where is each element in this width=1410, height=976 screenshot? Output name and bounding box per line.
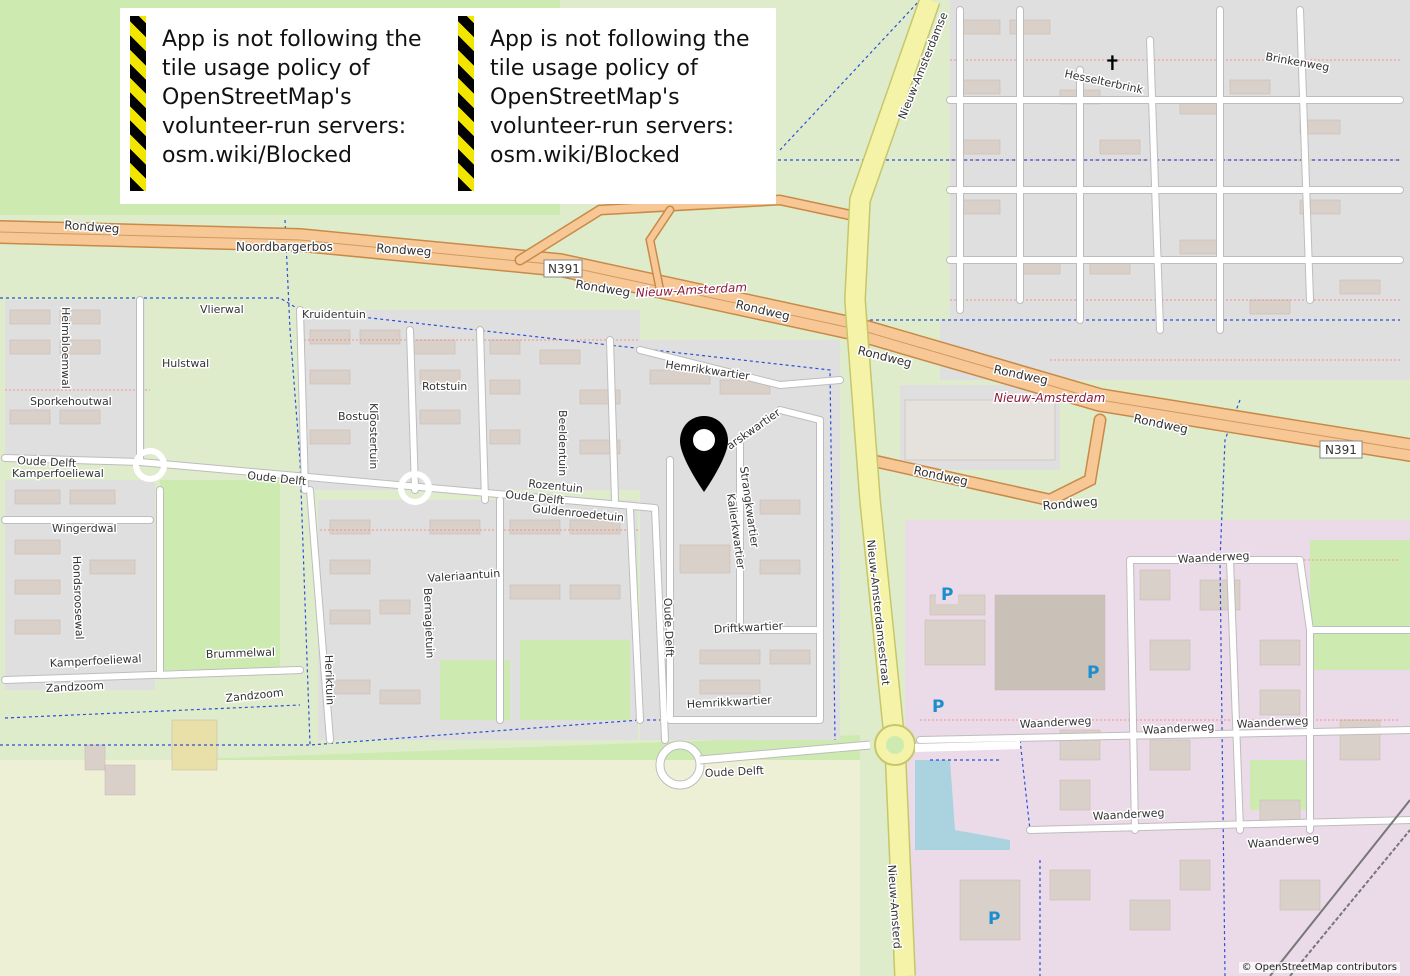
farmland-area <box>0 760 860 976</box>
parking-symbols: P P P P <box>932 582 1099 929</box>
road-label: Heriktuin <box>322 655 337 706</box>
road-label: Kamperfoeliewal <box>49 652 141 670</box>
road-label: Zandzoom <box>45 679 104 695</box>
road-label: Hulstwal <box>162 357 209 370</box>
primary-road <box>843 0 1021 976</box>
road-label: Hemrikkwartier <box>686 694 772 711</box>
blocked-notice-text: App is not following the tile usage poli… <box>162 27 422 168</box>
road-label: Heimbloemwal <box>59 307 72 389</box>
road-label: Waanderweg <box>1092 806 1164 823</box>
road-label: Waanderweg <box>1236 714 1308 731</box>
map-attribution[interactable]: © OpenStreetMap contributors <box>1238 962 1400 973</box>
road-label: Oude Delft <box>704 764 764 780</box>
parking-icon: P <box>1087 663 1099 683</box>
place-label: Nieuw-Amsterdam <box>994 391 1105 405</box>
road-label: Kruidentuin <box>302 308 366 321</box>
blocked-tile-notice: App is not following the tile usage poli… <box>120 8 448 204</box>
residential-streets <box>1 6 1410 834</box>
road-label: Rondweg <box>376 241 432 259</box>
parking-icon: P <box>932 697 944 717</box>
roundabouts <box>133 448 871 790</box>
hazard-stripe <box>130 16 146 191</box>
road-label: Brummelwal <box>206 646 276 661</box>
road-label: Waanderweg <box>1177 549 1249 566</box>
location-marker-icon[interactable] <box>678 414 730 494</box>
road-label: Bernagietuin <box>421 588 436 659</box>
road-label: Oude Delft <box>17 454 77 470</box>
residential-area <box>5 300 145 460</box>
road-label: Sporkehoutwal <box>30 395 112 408</box>
church-icon: ✝ <box>1104 51 1121 75</box>
road-label: Noordbargerbos <box>236 240 333 254</box>
parking-icon: P <box>941 585 953 605</box>
motorway-n391 <box>0 194 1410 507</box>
road-label: Wingerdwal <box>52 522 117 535</box>
railway <box>1269 799 1410 976</box>
road-label: Vlierwal <box>200 303 244 316</box>
road-label: Bostuin <box>338 410 379 423</box>
road-label: Rondweg <box>1042 494 1098 513</box>
road-label: Kloostertuin <box>367 403 380 469</box>
road-label: Hondsroosewal <box>70 556 86 640</box>
road-label: Waanderweg <box>1019 714 1091 731</box>
n391-shield-1: N391 <box>543 259 583 278</box>
road-shield-label: N391 <box>1325 443 1357 457</box>
road-label: Driftkwartier <box>713 619 783 636</box>
buildings <box>9 19 1381 941</box>
road-label: Rondweg <box>64 218 120 236</box>
road-label: Beeldentuin <box>556 410 569 476</box>
parking-icon: P <box>988 909 1000 929</box>
hazard-stripe <box>458 16 474 191</box>
blocked-notice-text: App is not following the tile usage poli… <box>490 27 750 168</box>
road-label: Kamperfoeliewal <box>12 467 104 480</box>
road-label: Oude Delft <box>661 598 676 658</box>
road-label: Waanderweg <box>1142 720 1214 737</box>
road-shield-label: N391 <box>548 262 580 276</box>
blocked-tile-notice: App is not following the tile usage poli… <box>448 8 776 204</box>
water-body <box>915 760 1010 850</box>
n391-shield-2: N391 <box>1319 440 1363 459</box>
road-label: Rotstuin <box>422 380 467 393</box>
